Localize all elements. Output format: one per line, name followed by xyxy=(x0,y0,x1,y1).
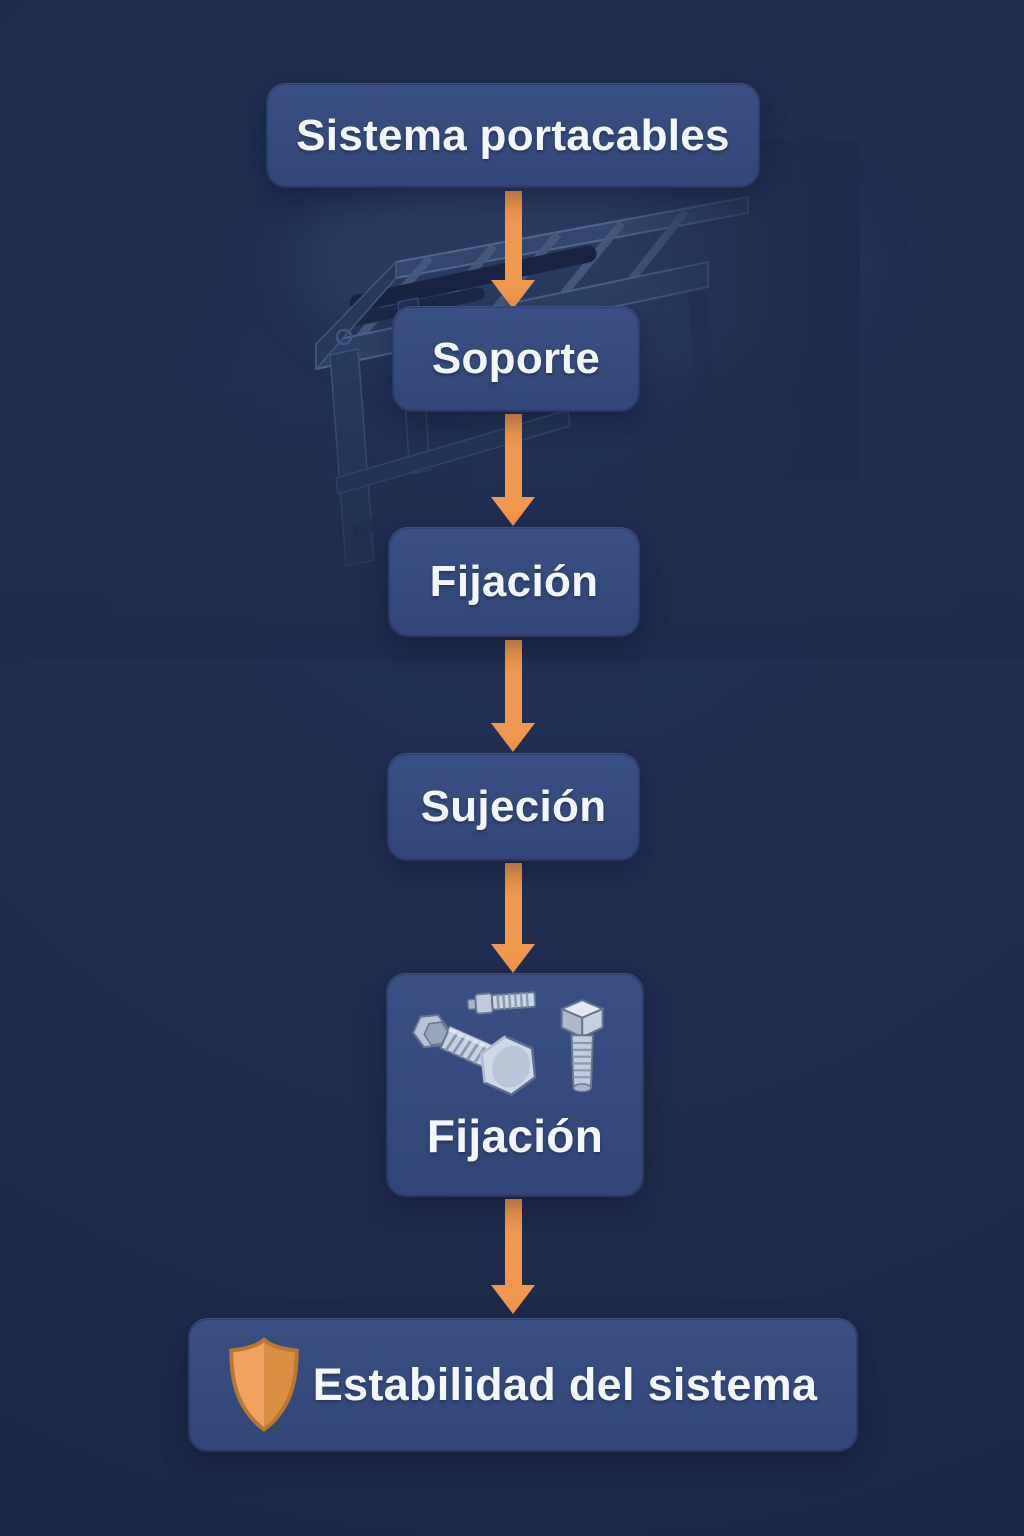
arrow-head-icon xyxy=(491,1285,535,1314)
arrow-head-icon xyxy=(491,944,535,973)
node-estabilidad-del-sistema: Estabilidad del sistema xyxy=(188,1318,858,1452)
arrow-shaft xyxy=(504,863,522,944)
arrow-head-icon xyxy=(491,723,535,752)
node-soporte: Soporte xyxy=(392,306,640,412)
flow-arrow-2 xyxy=(491,414,535,526)
node-sujecion: Sujeción xyxy=(387,753,640,861)
arrow-shaft xyxy=(504,414,522,497)
arrow-shaft xyxy=(504,191,522,280)
bolts-illustration xyxy=(412,991,606,1097)
node-fijacion: Fijación xyxy=(388,527,640,637)
flow-arrow-3 xyxy=(491,640,535,752)
flow-arrow-5 xyxy=(491,1199,535,1314)
shield-icon xyxy=(229,1337,299,1432)
node-fijacion-hardware: Fijación xyxy=(386,973,644,1197)
node-label: Soporte xyxy=(431,334,601,383)
node-label: Sistema portacables xyxy=(296,110,730,160)
arrow-shaft xyxy=(504,1199,522,1285)
arrow-head-icon xyxy=(491,497,535,526)
node-label: Fijación xyxy=(429,557,599,606)
node-label: Fijación xyxy=(426,1110,604,1162)
arrow-shaft xyxy=(504,640,522,723)
node-label: Estabilidad del sistema xyxy=(312,1359,818,1410)
node-sistema-portacables: Sistema portacables xyxy=(266,83,760,188)
arrow-head-icon xyxy=(491,280,535,309)
node-label: Sujeción xyxy=(420,782,607,831)
flow-arrow-1 xyxy=(491,191,535,309)
flow-arrow-4 xyxy=(491,863,535,973)
